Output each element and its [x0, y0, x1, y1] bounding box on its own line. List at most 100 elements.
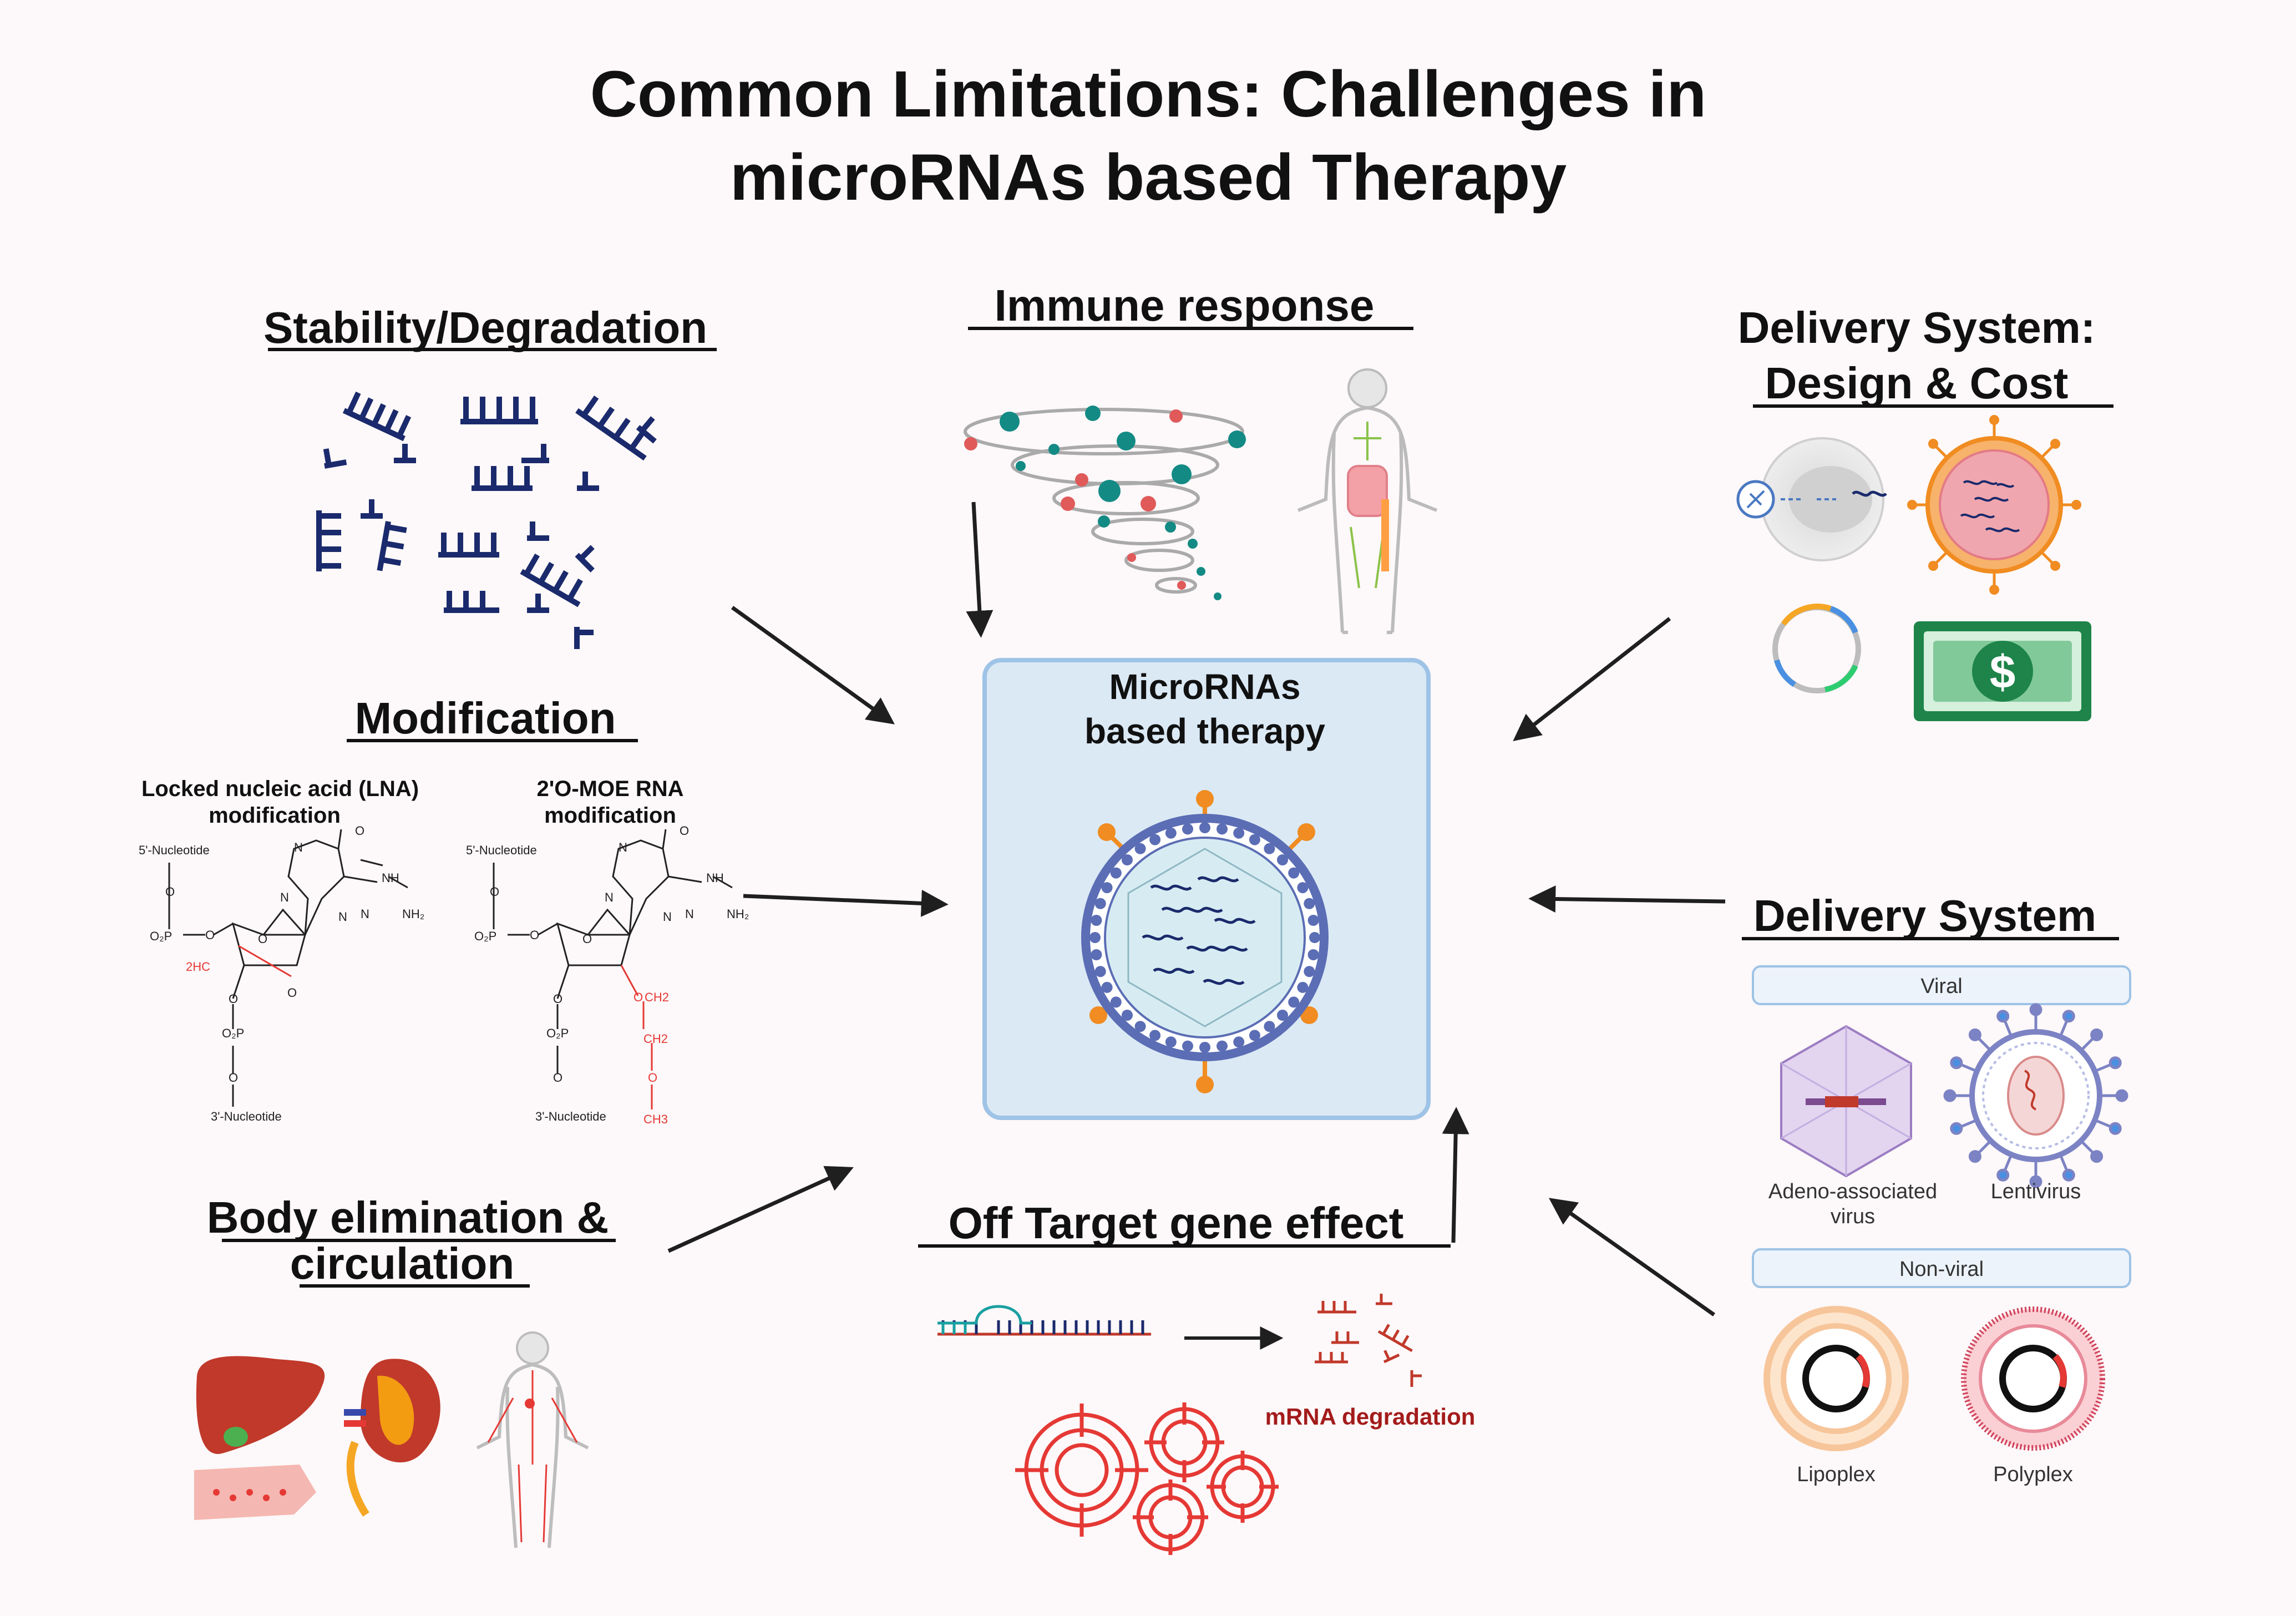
- delivery-design-heading-line1: Delivery System:: [1738, 303, 2096, 352]
- svg-text:O: O: [229, 1071, 238, 1085]
- svg-text:O: O: [582, 932, 592, 946]
- envelope-glycoprotein: [1968, 1150, 1981, 1163]
- svg-text:NH₂: NH₂: [727, 907, 749, 921]
- arrows-to-center: [667, 501, 1726, 1316]
- lipid-bead: [1134, 843, 1146, 854]
- lipid-bead: [1101, 981, 1113, 993]
- lipid-bead: [1307, 949, 1319, 960]
- envelope-glycoprotein: [2062, 1010, 2075, 1023]
- svg-text:NH: NH: [706, 871, 724, 885]
- envelope-glycoprotein: [1950, 1056, 1963, 1070]
- lipid-bead: [1094, 898, 1106, 909]
- mirna-mrna-binding-icon: [937, 1305, 1151, 1336]
- svg-text:N: N: [619, 840, 627, 854]
- envelope-glycoprotein: [2109, 1122, 2122, 1135]
- kidney-icon: [344, 1359, 440, 1517]
- envelope-glycoprotein: [2029, 1175, 2042, 1188]
- moe-structure-diagram: [493, 829, 733, 1110]
- center-title-line1: MicroRNAs: [1109, 667, 1301, 707]
- lipid-bead: [1309, 932, 1320, 943]
- svg-text:O: O: [258, 932, 267, 946]
- envelope-glycoprotein: [1996, 1168, 2010, 1182]
- lipid-bead: [1122, 1010, 1133, 1021]
- lipid-bead: [1182, 823, 1193, 835]
- envelope-glycoprotein: [2062, 1168, 2075, 1182]
- svg-text:CH2: CH2: [643, 1032, 668, 1046]
- plasmid-icon: [1772, 604, 1861, 693]
- svg-text:O: O: [553, 992, 562, 1006]
- liver-icon: [196, 1356, 325, 1454]
- svg-text:O: O: [648, 1071, 657, 1085]
- envelope-glycoprotein: [2115, 1089, 2128, 1102]
- lipid-bead: [1249, 834, 1260, 845]
- human-circulation-icon: [476, 1331, 589, 1548]
- lipid-bead: [1264, 843, 1275, 854]
- body-heading-line1: Body elimination &: [207, 1193, 609, 1242]
- arrow-from-immune: [966, 501, 994, 638]
- modification-heading: Modification: [354, 693, 616, 743]
- svg-text:O: O: [490, 885, 499, 899]
- degraded-mrna-icon: [1315, 1294, 1422, 1387]
- svg-text:$: $: [1990, 646, 2016, 698]
- arrow-from-offtarget: [1442, 1107, 1469, 1243]
- aav-label-line1: Adeno-associated: [1768, 1180, 1937, 1203]
- arrow-from-modification: [743, 889, 949, 917]
- blood-vessel-icon: [194, 1465, 316, 1520]
- svg-text:5'-Nucleotide: 5'-Nucleotide: [466, 843, 537, 857]
- svg-text:5'-Nucleotide: 5'-Nucleotide: [139, 843, 210, 857]
- svg-text:O: O: [355, 824, 364, 838]
- lna-label-line2: modification: [209, 803, 341, 828]
- lipid-bead: [1110, 996, 1122, 1008]
- arrow-from-stability: [731, 606, 895, 725]
- center-title-line2: based therapy: [1084, 711, 1325, 751]
- svg-text:O: O: [553, 1071, 562, 1085]
- lipid-bead: [1217, 1040, 1228, 1052]
- svg-text:NH₂: NH₂: [402, 907, 424, 921]
- polyplex-icon: [1961, 1306, 2105, 1451]
- arrow-from-body: [667, 1166, 854, 1253]
- svg-text:O: O: [680, 824, 689, 838]
- lipid-bead: [1089, 932, 1101, 943]
- lna-structure-labels: 5'-Nucleotide O O₂P O O 2HC O O O₂P O 3'…: [139, 824, 424, 1123]
- lentivirus-icon: [1943, 1003, 2128, 1188]
- lipid-bead: [1149, 1030, 1161, 1041]
- offtarget-heading: Off Target gene effect: [949, 1198, 1404, 1248]
- lipid-bead: [1101, 882, 1113, 894]
- lipid-bead: [1165, 827, 1177, 839]
- svg-text:O: O: [287, 986, 297, 1000]
- lipid-bead: [1122, 854, 1133, 865]
- svg-text:O₂P: O₂P: [150, 929, 172, 943]
- envelope-glycoprotein: [2109, 1056, 2122, 1070]
- lipid-bead: [1304, 898, 1315, 909]
- svg-text:3'-Nucleotide: 3'-Nucleotide: [211, 1110, 282, 1123]
- arrow-from-delivery-system: [1528, 885, 1726, 913]
- lipid-bead: [1264, 1021, 1275, 1032]
- lipid-bead: [1249, 1030, 1260, 1041]
- arrow-from-nonviral: [1548, 1198, 1716, 1316]
- svg-text:N: N: [338, 910, 347, 924]
- viral-category-label: Viral: [1920, 975, 1962, 998]
- lipid-bead: [1288, 996, 1300, 1008]
- lipid-bead: [1094, 966, 1106, 977]
- lipid-bead: [1165, 1036, 1177, 1048]
- target-crosshair-icons: [1015, 1402, 1279, 1555]
- moe-label-line2: modification: [544, 803, 676, 828]
- svg-text:O: O: [633, 990, 643, 1004]
- svg-text:O: O: [530, 928, 539, 942]
- lipid-bead: [1277, 854, 1288, 865]
- nonviral-category-label: Non-viral: [1899, 1258, 1984, 1281]
- nonviral-category-box: [1752, 1248, 2131, 1288]
- svg-text:O₂P: O₂P: [546, 1026, 569, 1040]
- svg-text:2HC: 2HC: [186, 960, 210, 974]
- lipid-bead: [1091, 915, 1102, 926]
- envelope-glycoprotein: [2029, 1003, 2042, 1016]
- body-heading-line2: circulation: [290, 1239, 515, 1288]
- envelope-glycoprotein: [1943, 1089, 1957, 1102]
- svg-text:O: O: [229, 992, 238, 1006]
- figure-title-line1: Common Limitations: Challenges in: [590, 58, 1707, 131]
- lipid-bead: [1304, 966, 1315, 977]
- microrna-nanoparticle-icon: [1081, 790, 1329, 1093]
- svg-text:CH3: CH3: [643, 1112, 668, 1126]
- svg-text:O₂P: O₂P: [474, 929, 496, 943]
